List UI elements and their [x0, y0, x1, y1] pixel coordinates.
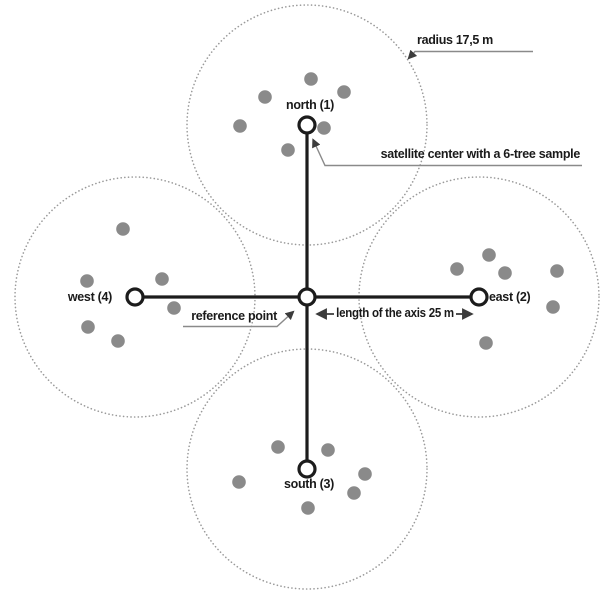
annotation-leaders: [183, 49, 582, 328]
label-satellite-west: west (4): [67, 290, 112, 304]
tree-dot: [479, 336, 493, 350]
tree-dot: [450, 262, 464, 276]
tree-dot: [155, 272, 169, 286]
label-satellite-south: south (3): [283, 477, 335, 491]
tree-dot: [167, 301, 181, 315]
tree-dot: [546, 300, 560, 314]
satellite-center-east: [469, 287, 489, 307]
tree-dot: [321, 443, 335, 457]
tree-dot: [258, 90, 272, 104]
tree-dot: [111, 334, 125, 348]
satellite-center-north: [297, 115, 317, 135]
tree-dot: [80, 274, 94, 288]
tree-dot: [304, 72, 318, 86]
tree-dot: [301, 501, 315, 515]
satellite-center-south: [297, 459, 317, 479]
label-satellite-east: east (2): [489, 290, 531, 304]
label-radius: radius 17,5 m: [417, 33, 494, 47]
tree-dot: [347, 486, 361, 500]
tree-dot: [233, 119, 247, 133]
tree-dot: [271, 440, 285, 454]
tree-dot: [358, 467, 372, 481]
satellite-center-leader-line: [312, 138, 582, 167]
satellite-center-west: [125, 287, 145, 307]
tree-dot: [81, 320, 95, 334]
plot-circle-south: [186, 348, 428, 590]
tree-dot: [281, 143, 295, 157]
label-reference-point: reference point: [191, 309, 277, 323]
tree-dot: [498, 266, 512, 280]
label-satellite-center: satellite center with a 6-tree sample: [380, 147, 581, 161]
tree-dot: [337, 85, 351, 99]
reference-point-marker: [297, 287, 317, 307]
label-axis-length: length of the axis 25 m: [336, 306, 454, 320]
tree-dots: [80, 72, 564, 515]
tree-dot: [116, 222, 130, 236]
tree-dot: [232, 475, 246, 489]
center-markers: [125, 115, 489, 479]
reference-point-leader-line: [183, 310, 295, 328]
tree-dot: [317, 121, 331, 135]
label-satellite-north: north (1): [286, 98, 334, 112]
tree-dot: [482, 248, 496, 262]
tree-dot: [550, 264, 564, 278]
radius-leader-line: [407, 49, 533, 60]
